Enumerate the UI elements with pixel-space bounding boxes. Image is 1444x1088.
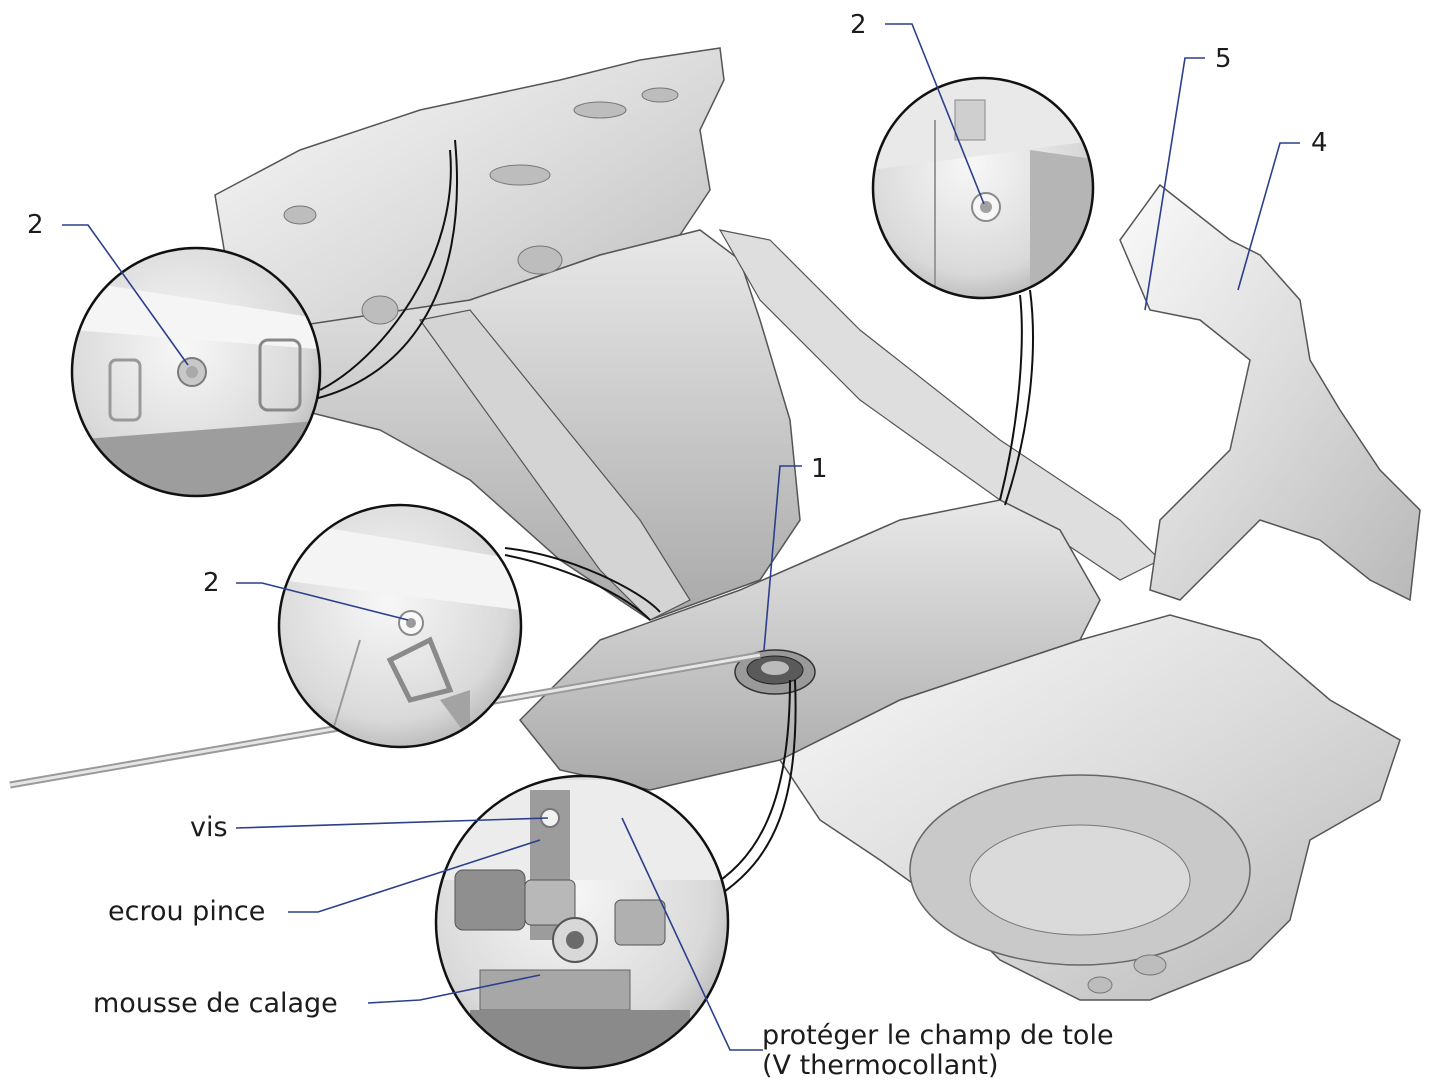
detail-lens-middle bbox=[277, 503, 523, 749]
leader-lines bbox=[62, 23, 1300, 1051]
leader-5 bbox=[1144, 57, 1205, 311]
vehicle-floor-structure bbox=[9, 47, 1421, 1001]
rear-quarter-panel bbox=[1119, 183, 1421, 602]
foam-wedge bbox=[479, 969, 631, 1011]
note-ecrou-pince: ecrou pince bbox=[108, 896, 266, 927]
leader-2-middle bbox=[236, 582, 409, 621]
callout-1: 1 bbox=[811, 454, 828, 484]
leader-4 bbox=[1237, 142, 1300, 291]
leader-2-top-right bbox=[885, 23, 985, 205]
leader-1 bbox=[763, 465, 802, 651]
callout-2-top-right: 2 bbox=[850, 10, 867, 40]
left-side-rail bbox=[418, 309, 691, 621]
leader-vis bbox=[235, 817, 549, 829]
lens-connectors bbox=[309, 139, 1034, 899]
detail-lens-rear-top bbox=[871, 76, 1095, 300]
leader-proteger bbox=[621, 817, 763, 1051]
callout-2-middle: 2 bbox=[203, 568, 220, 598]
leader-2-top-left bbox=[62, 224, 189, 366]
callout-2-top-left: 2 bbox=[27, 210, 44, 240]
detail-lens-front-left bbox=[70, 246, 322, 498]
note-proteger-line2: (V thermocollant) bbox=[762, 1050, 999, 1081]
leader-ecrou bbox=[288, 839, 541, 913]
callout-4: 4 bbox=[1311, 128, 1328, 158]
callout-5: 5 bbox=[1215, 44, 1232, 74]
note-mousse-de-calage: mousse de calage bbox=[93, 988, 338, 1019]
leader-mousse bbox=[367, 974, 541, 1004]
note-proteger-line1: protéger le champ de tole bbox=[762, 1020, 1114, 1051]
note-vis: vis bbox=[190, 812, 228, 843]
fuel-pump-flange bbox=[734, 649, 816, 695]
detail-lens-pump-fixing bbox=[434, 774, 730, 1070]
